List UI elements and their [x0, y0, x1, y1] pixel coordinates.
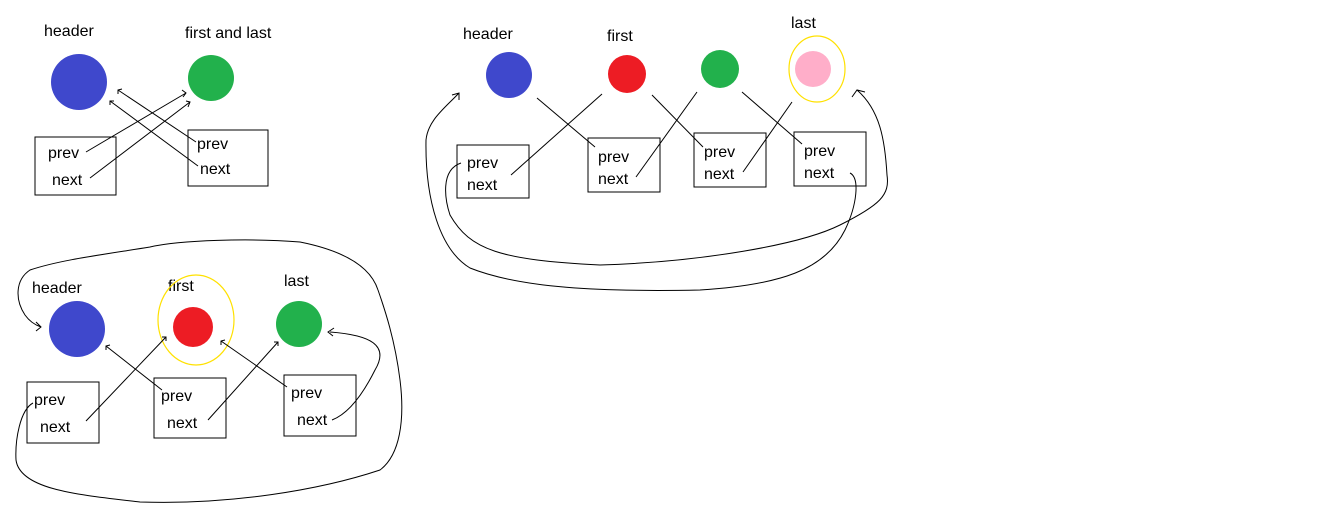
prev-field: prev — [704, 144, 735, 161]
header-label: header — [44, 23, 94, 40]
header-node — [49, 301, 105, 357]
link-line — [742, 101, 793, 173]
last-node-highlight — [788, 35, 846, 103]
last-node — [795, 51, 831, 87]
next-field: next — [200, 161, 231, 178]
prev-field: prev — [598, 149, 629, 166]
prev-field: prev — [161, 388, 192, 405]
link-line — [741, 91, 803, 145]
first-and-last-label: first and last — [185, 25, 272, 42]
next-field: next — [52, 172, 83, 189]
first-label: first — [168, 278, 194, 295]
middle-node-box — [693, 132, 767, 188]
last-node-box — [793, 131, 867, 187]
next-field: next — [297, 412, 328, 429]
first-node — [608, 55, 646, 93]
first-node — [173, 307, 213, 347]
prev-field: prev — [467, 155, 498, 172]
prev-arrow — [105, 344, 163, 391]
next-arrow — [109, 100, 199, 167]
next-field: next — [40, 419, 71, 436]
prev-field: prev — [804, 143, 835, 160]
next-field: next — [598, 171, 629, 188]
last-node-box — [283, 374, 357, 437]
prev-wrap-arrow — [445, 89, 888, 266]
header-label: header — [32, 280, 82, 297]
link-line — [651, 94, 704, 148]
next-arrow — [207, 341, 279, 421]
first-last-node — [188, 55, 234, 101]
link-line — [510, 93, 603, 176]
prev-field: prev — [48, 145, 79, 162]
first-node-box — [153, 377, 227, 439]
header-node-box — [34, 136, 117, 196]
next-arrow — [89, 100, 191, 179]
first-label: first — [607, 28, 633, 45]
header-node — [51, 54, 107, 110]
next-field: next — [704, 166, 735, 183]
first-node-box — [587, 137, 661, 193]
header-node-box — [456, 144, 530, 199]
next-field: next — [467, 177, 498, 194]
diagram-single-node: header first and last prev next prev nex… — [34, 23, 272, 196]
prev-field: prev — [197, 136, 228, 153]
prev-arrow — [85, 89, 187, 153]
diagram-multi-node: header first last prev next prev next pr… — [425, 15, 888, 291]
first-node-highlight — [157, 274, 235, 366]
diagram-circular: header first last prev next prev next pr… — [15, 239, 403, 503]
link-line — [635, 91, 698, 178]
prev-arrow — [117, 88, 197, 143]
next-field: next — [804, 165, 835, 182]
last-label: last — [791, 15, 816, 32]
prev-arrow — [220, 339, 288, 388]
link-line — [536, 97, 596, 148]
header-node-box — [26, 381, 100, 444]
next-arrow — [85, 336, 167, 422]
next-wrap-arrow — [425, 92, 857, 291]
header-label: header — [463, 26, 513, 43]
prev-field: prev — [34, 392, 65, 409]
next-field: next — [167, 415, 198, 432]
prev-wrap-arrow — [15, 239, 403, 503]
header-node — [486, 52, 532, 98]
middle-node — [701, 50, 739, 88]
next-wrap-arrow — [327, 327, 381, 421]
prev-field: prev — [291, 385, 322, 402]
last-label: last — [284, 273, 309, 290]
last-node — [276, 301, 322, 347]
